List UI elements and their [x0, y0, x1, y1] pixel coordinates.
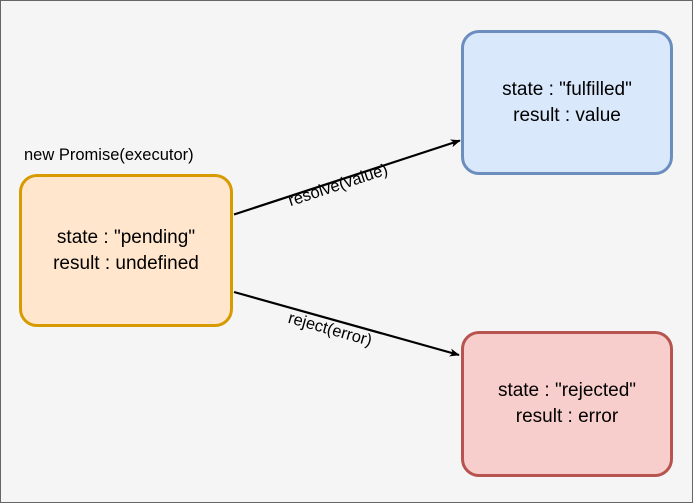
- edge-reject-line: [233, 290, 460, 357]
- edge-label-reject: reject(error): [286, 309, 374, 350]
- node-fulfilled-state: state : "fulfilled": [502, 78, 632, 100]
- node-fulfilled-result: result : value: [513, 104, 621, 126]
- pending-node-caption: new Promise(executor): [24, 146, 194, 164]
- node-pending[interactable]: state : "pending" result : undefined: [19, 174, 233, 327]
- node-rejected[interactable]: state : "rejected" result : error: [461, 331, 673, 477]
- node-rejected-state: state : "rejected": [497, 380, 637, 401]
- node-pending-state: state : "pending": [56, 226, 196, 248]
- edge-label-resolve: resolve(value): [286, 160, 391, 211]
- node-pending-result: result : undefined: [53, 252, 199, 274]
- node-rejected-result: result : error: [515, 406, 619, 427]
- node-fulfilled[interactable]: state : "fulfilled" result : value: [461, 30, 673, 175]
